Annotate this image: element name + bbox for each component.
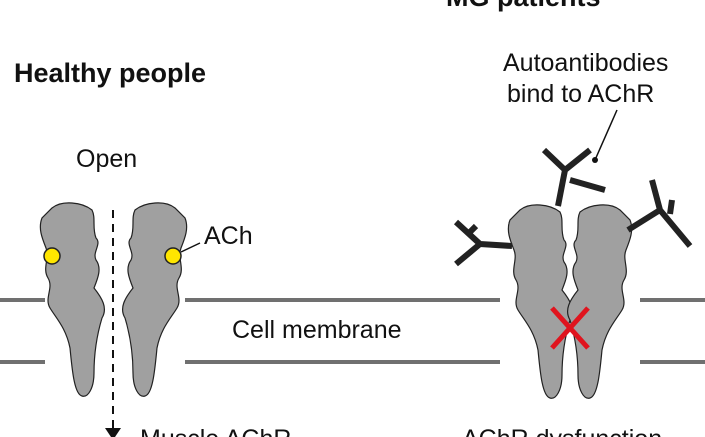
healthy-people-title: Healthy people (14, 58, 207, 88)
open-label: Open (76, 145, 138, 173)
autoantibodies-label-line1: Autoantibodies (503, 49, 669, 77)
blocked-cross-icon (550, 306, 590, 350)
arrow-head-icon (105, 428, 121, 437)
muscle-achr-label: Muscle AChR (140, 425, 291, 437)
ach-molecule (164, 247, 182, 265)
cell-membrane (0, 298, 705, 364)
achr-dysfunction-label: AChR dysfunction (462, 425, 662, 437)
ach-label: ACh (204, 222, 253, 250)
mg-patients-title: MG patients (446, 0, 601, 13)
autoantibody (453, 147, 693, 267)
mg-achr-channel (507, 204, 633, 399)
autoantibodies-label-line2: bind to AChR (507, 80, 655, 108)
ach-molecule (43, 247, 61, 265)
cell-membrane-label: Cell membrane (232, 316, 402, 344)
